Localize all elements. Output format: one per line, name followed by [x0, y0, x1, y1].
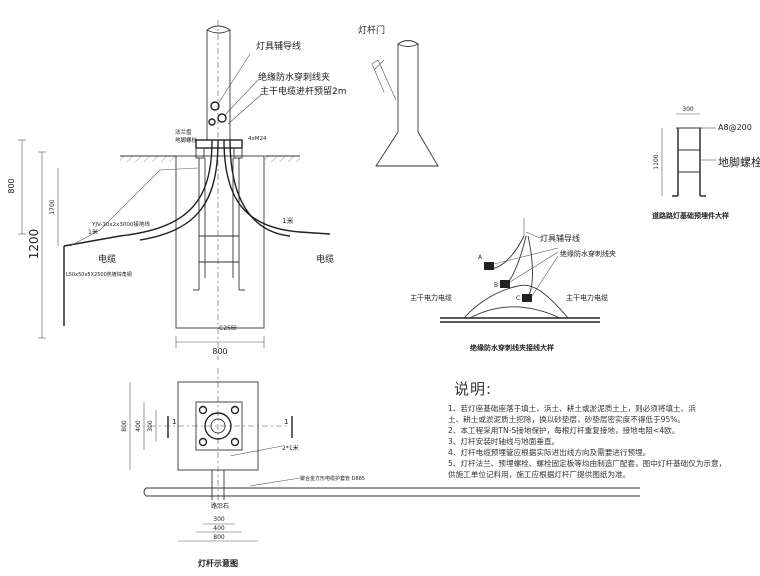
label-earth-rod: L50x50x5X2500热镀锌角钢 — [66, 271, 132, 278]
pole-foundation-section: 800 1200 1700 — [7, 20, 347, 360]
cable-curve-right — [223, 139, 331, 235]
label-aux-wire: 灯具辅导线 — [256, 40, 301, 52]
label-bolt-count: 4xM24 — [248, 136, 267, 142]
pole-break-top — [206, 25, 231, 34]
dim-1700: 1700 — [49, 199, 56, 214]
notes-item: 3、灯杆安装时轴线与地面垂直。 — [448, 437, 560, 446]
clamp-lower — [217, 113, 227, 123]
clamp-mid — [208, 118, 216, 126]
clamp-a — [484, 262, 494, 270]
plan-dim-400-v: 400 — [135, 420, 142, 432]
notes-item: 4、灯杆电缆预埋管应根据实际进出线方向及需要进行预埋。 — [448, 448, 651, 457]
foundation-plan-outline — [177, 381, 259, 471]
tag-b: B — [494, 282, 498, 289]
clamp-upper — [210, 101, 220, 111]
dim-800-bottom: 800 — [212, 347, 227, 356]
label-clamp: 绝缘防水穿刺线夹 — [258, 71, 330, 83]
section-mark-left: 1 — [172, 418, 176, 426]
detail-dim-300: 300 — [682, 106, 694, 113]
pole-plan-circle — [204, 412, 232, 440]
label-cable-left: 电缆 — [98, 253, 116, 265]
splice-label-aux: 灯具辅导线 — [540, 233, 580, 243]
label-earth-wire: YJV-10x2x3000接地线 — [91, 220, 150, 228]
dim-800-total: 800 — [7, 178, 16, 193]
pole-door-hatch-lines — [371, 59, 397, 101]
notes-item: 1、若灯座基础座落于填土、浜土、耕土或淤泥质土上，则必须将填土、浜 — [448, 404, 696, 413]
splice-label-main-left: 主干电力电缆 — [410, 293, 452, 302]
detail-dim-1100: 1100 — [653, 154, 660, 169]
pole-door-detail: 灯杆门 — [358, 24, 439, 167]
notes-item: 5、灯杆法兰、预埋螺栓、螺栓固定板等均由制造厂配套，图中灯杆基础仅为示意， — [448, 459, 727, 468]
plan-dim-400-h: 400 — [213, 525, 225, 532]
notes-item: 2、本工程采用TN-S接地保护，每根灯杆重复接地，接地电阻<4欧。 — [448, 426, 680, 435]
tag-a: A — [478, 254, 483, 261]
flange-plate — [195, 139, 243, 149]
plan-curb-label: 路沿石 — [211, 502, 229, 510]
splice-label-clamp: 绝缘防水穿刺线夹 — [560, 249, 616, 258]
label-c25: C25砼 — [219, 324, 237, 332]
clamp-c — [522, 294, 532, 302]
splice-label-main-right: 主干电力电缆 — [566, 293, 608, 302]
concrete-foundation — [175, 155, 265, 329]
pole-plan-view: 1 1 800 400 300 2*1米 聚合金方形电缆护套管 D885 路沿石… — [121, 368, 640, 568]
flange-plan-outline — [195, 401, 243, 451]
label-foot-bolt: 地脚螺栓 — [175, 136, 198, 144]
plan-pipe-label: 2*1米 — [282, 444, 299, 452]
plan-caption: 灯杆示意图 — [198, 558, 238, 568]
label-cable-right: 电缆 — [316, 253, 334, 265]
plan-dim-300-v: 300 — [147, 420, 154, 432]
notes-item: 供施工单位记料用，施工应根据灯杆厂提供图纸为准。 — [448, 470, 631, 479]
plan-dim-800-h: 800 — [213, 534, 225, 541]
label-1m-right: 1米 — [282, 216, 293, 225]
label-main-cable: 主干电缆进杆预留2m — [260, 85, 347, 97]
dim-1200: 1200 — [27, 229, 41, 260]
detail-anchor: 地脚螺栓 — [718, 155, 760, 169]
section-mark-right: 1 — [284, 418, 288, 426]
detail-caption: 道路路灯基础预埋件大样 — [652, 211, 729, 220]
embedded-parts-detail: 300 1100 A8@200 地脚螺栓 道路路灯基础预埋件大样 — [652, 106, 760, 220]
label-pole-door: 灯杆门 — [358, 24, 385, 36]
label-flange: 法兰盘 — [175, 128, 192, 136]
splice-clamp-detail: A B C 灯具辅导线 绝缘防水穿刺线夹 主干电力电缆 主干电力电缆 绝缘防水穿… — [410, 218, 616, 352]
plan-conduit-label: 聚合金方形电缆护套管 D885 — [300, 475, 365, 482]
detail-rebar: A8@200 — [718, 123, 752, 132]
label-1m-left: 1米 — [88, 228, 98, 236]
splice-caption: 绝缘防水穿刺线夹接线大样 — [470, 343, 554, 352]
design-notes: 说明: 1、若灯座基础座落于填土、浜土、耕土或淤泥质土上，则必须将填土、浜 土、… — [448, 378, 760, 480]
main-cable-arc — [463, 284, 569, 319]
notes-item: 土、耕土或淤泥质土挖除，换以砂垫层，砂垫层密实度不得低于95%。 — [448, 415, 686, 424]
notes-title: 说明: — [454, 380, 493, 398]
plan-dim-800-v: 800 — [121, 420, 128, 432]
tag-c: C — [516, 295, 520, 302]
cable-curve-left — [63, 139, 213, 247]
clamp-b — [500, 280, 510, 288]
plan-dim-300-h: 300 — [213, 516, 225, 523]
